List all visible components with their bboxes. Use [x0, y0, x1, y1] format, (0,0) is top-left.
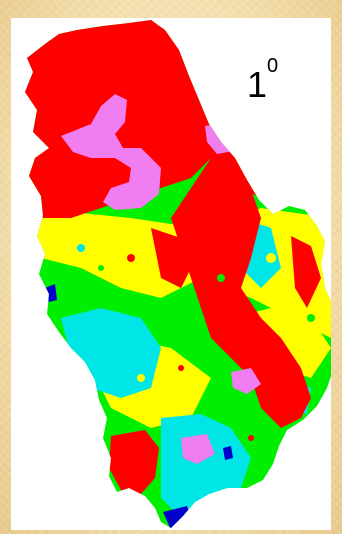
pink-zone — [61, 94, 161, 210]
pink-zone — [231, 368, 261, 394]
terrain-speckles — [77, 244, 315, 462]
red-zone — [291, 236, 321, 308]
blue-zone — [223, 446, 233, 460]
red-zone — [151, 228, 191, 288]
serbia-map — [25, 20, 331, 528]
map-label: 10 — [247, 55, 278, 105]
terrain-layers — [25, 20, 331, 528]
pink-zone — [181, 434, 215, 464]
red-zone — [109, 430, 159, 494]
map-label-superscript: 0 — [267, 55, 279, 77]
red-zone — [171, 158, 311, 428]
map-label-base: 1 — [247, 64, 268, 105]
map-panel: 10 — [11, 18, 331, 530]
